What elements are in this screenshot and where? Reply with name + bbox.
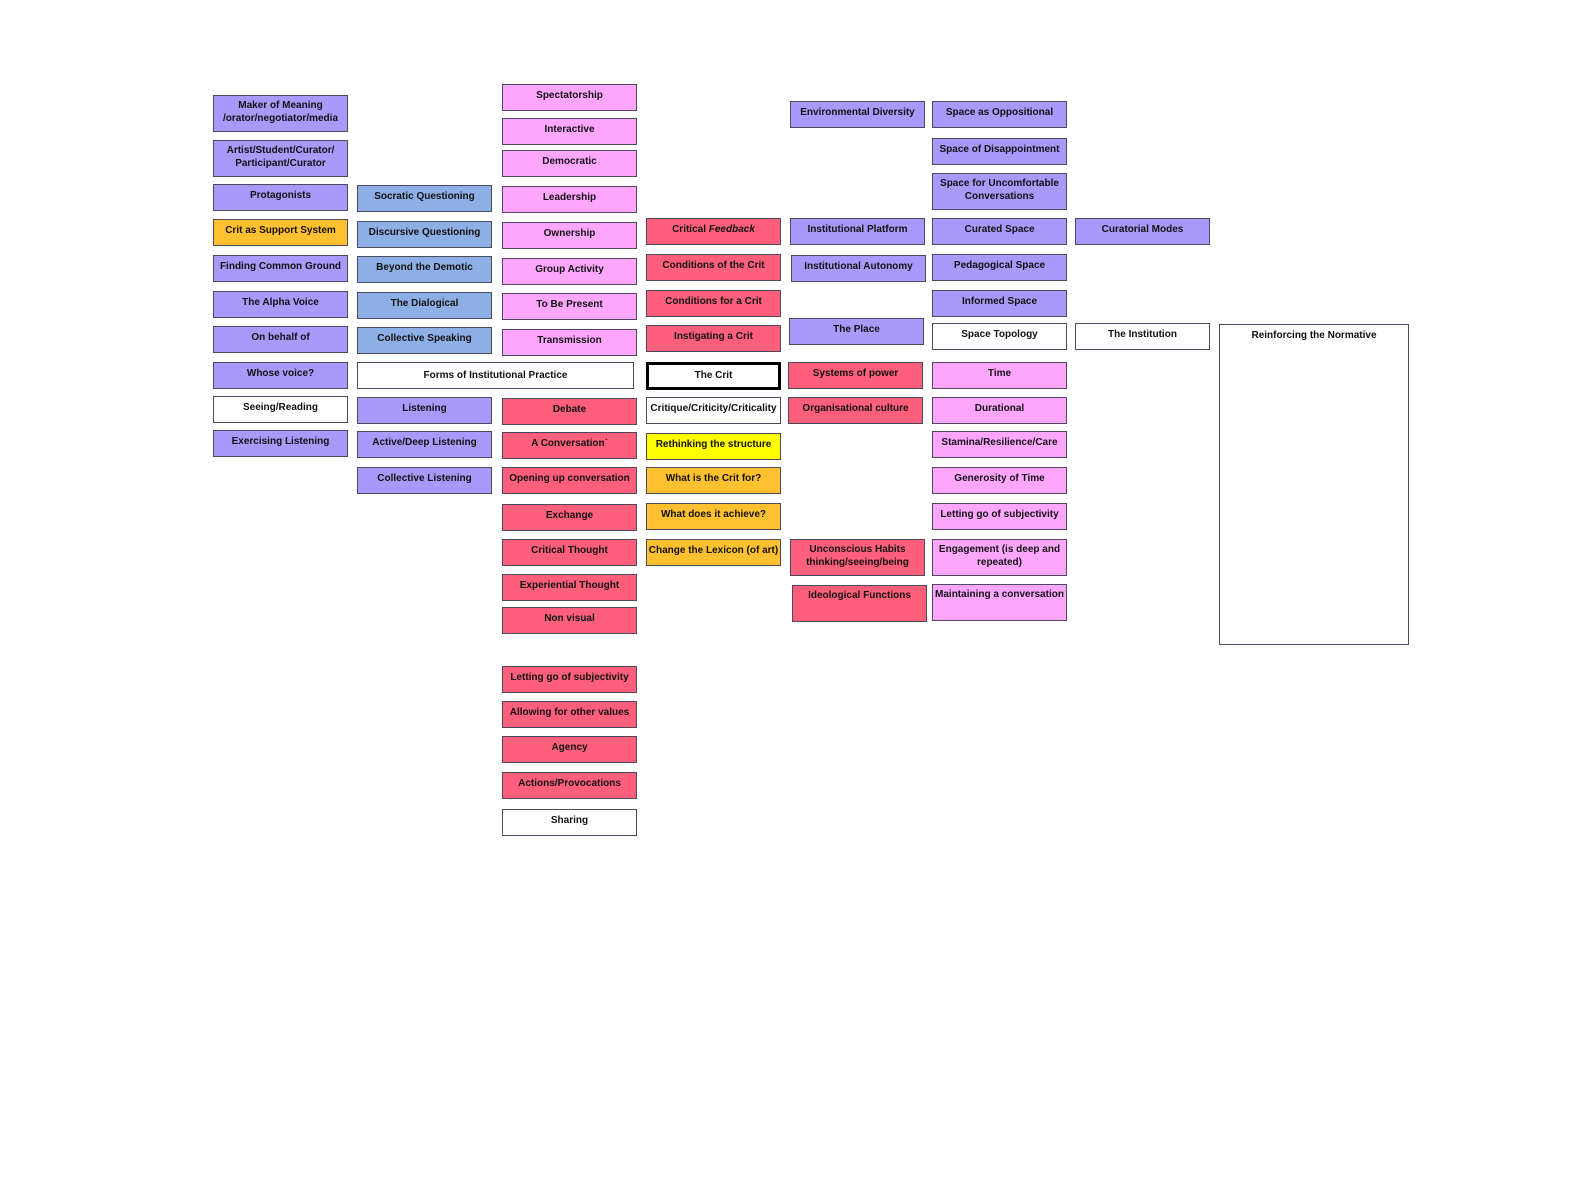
node-space-topology[interactable]: Space Topology bbox=[932, 323, 1067, 350]
critical-label: Critical bbox=[672, 224, 706, 235]
node-group-activity[interactable]: Group Activity bbox=[502, 258, 637, 285]
node-critical-thought[interactable]: Critical Thought bbox=[502, 539, 637, 566]
node-exchange[interactable]: Exchange bbox=[502, 504, 637, 531]
node-what-is-the-crit-for[interactable]: What is the Crit for? bbox=[646, 467, 781, 494]
node-forms-of-institutional-practice[interactable]: Forms of Institutional Practice bbox=[357, 362, 634, 389]
node-letting-go-of-subjectivity-2[interactable]: Letting go of subjectivity bbox=[932, 503, 1067, 530]
node-experiential-thought[interactable]: Experiential Thought bbox=[502, 574, 637, 601]
node-critique-criticity-criticality[interactable]: Critique/Criticity/Criticality bbox=[646, 397, 781, 424]
node-institutional-platform[interactable]: Institutional Platform bbox=[790, 218, 925, 245]
node-pedagogical-space[interactable]: Pedagogical Space bbox=[932, 254, 1067, 281]
node-allowing-for-other-values[interactable]: Allowing for other values bbox=[502, 701, 637, 728]
node-a-conversation[interactable]: A Conversation` bbox=[502, 432, 637, 459]
node-protagonists[interactable]: Protagonists bbox=[213, 184, 348, 211]
node-space-of-disappointment[interactable]: Space of Disappointment bbox=[932, 138, 1067, 165]
node-unconscious-habits[interactable]: Unconscious Habits thinking/seeing/being bbox=[790, 539, 925, 576]
node-space-as-oppositional[interactable]: Space as Oppositional bbox=[932, 101, 1067, 128]
node-ideological-functions[interactable]: Ideological Functions bbox=[792, 585, 927, 622]
node-environmental-diversity[interactable]: Environmental Diversity bbox=[790, 101, 925, 128]
node-opening-up-conversation[interactable]: Opening up conversation bbox=[502, 467, 637, 494]
node-institutional-autonomy[interactable]: Institutional Autonomy bbox=[791, 255, 926, 282]
node-seeing-reading[interactable]: Seeing/Reading bbox=[213, 396, 348, 423]
node-whose-voice[interactable]: Whose voice? bbox=[213, 362, 348, 389]
node-ownership[interactable]: Ownership bbox=[502, 222, 637, 249]
node-the-place[interactable]: The Place bbox=[789, 318, 924, 345]
node-sharing[interactable]: Sharing bbox=[502, 809, 637, 836]
node-maker-of-meaning[interactable]: Maker of Meaning /orator/negotiator/medi… bbox=[213, 95, 348, 132]
node-finding-common-ground[interactable]: Finding Common Ground bbox=[213, 255, 348, 282]
node-socratic-questioning[interactable]: Socratic Questioning bbox=[357, 185, 492, 212]
node-the-crit[interactable]: The Crit bbox=[646, 362, 781, 390]
node-what-does-it-achieve[interactable]: What does it achieve? bbox=[646, 503, 781, 530]
node-letting-go-of-subjectivity-1[interactable]: Letting go of subjectivity bbox=[502, 666, 637, 693]
node-debate[interactable]: Debate bbox=[502, 398, 637, 425]
node-reinforcing-the-normative[interactable]: Reinforcing the Normative bbox=[1219, 324, 1409, 645]
node-organisational-culture[interactable]: Organisational culture bbox=[788, 397, 923, 424]
node-transmission[interactable]: Transmission bbox=[502, 329, 637, 356]
node-critical-feedback[interactable]: Critical Feedback bbox=[646, 218, 781, 245]
node-democratic[interactable]: Democratic bbox=[502, 150, 637, 177]
node-leadership[interactable]: Leadership bbox=[502, 186, 637, 213]
node-collective-listening[interactable]: Collective Listening bbox=[357, 467, 492, 494]
node-on-behalf-of[interactable]: On behalf of bbox=[213, 326, 348, 353]
node-listening[interactable]: Listening bbox=[357, 397, 492, 424]
node-curated-space[interactable]: Curated Space bbox=[932, 218, 1067, 245]
node-stamina-resilience-care[interactable]: Stamina/Resilience/Care bbox=[932, 431, 1067, 458]
node-durational[interactable]: Durational bbox=[932, 397, 1067, 424]
node-to-be-present[interactable]: To Be Present bbox=[502, 293, 637, 320]
node-generosity-of-time[interactable]: Generosity of Time bbox=[932, 467, 1067, 494]
node-interactive[interactable]: Interactive bbox=[502, 118, 637, 145]
node-artist-student-curator[interactable]: Artist/Student/Curator/ Participant/Cura… bbox=[213, 140, 348, 177]
node-the-institution[interactable]: The Institution bbox=[1075, 323, 1210, 350]
node-alpha-voice[interactable]: The Alpha Voice bbox=[213, 291, 348, 318]
node-change-the-lexicon[interactable]: Change the Lexicon (of art) bbox=[646, 539, 781, 566]
node-conditions-of-the-crit[interactable]: Conditions of the Crit bbox=[646, 254, 781, 281]
node-rethinking-the-structure[interactable]: Rethinking the structure bbox=[646, 433, 781, 460]
node-curatorial-modes[interactable]: Curatorial Modes bbox=[1075, 218, 1210, 245]
node-engagement[interactable]: Engagement (is deep and repeated) bbox=[932, 539, 1067, 576]
node-space-for-uncomfortable-conversations[interactable]: Space for Uncomfortable Conversations bbox=[932, 173, 1067, 210]
node-maintaining-a-conversation[interactable]: Maintaining a conversation bbox=[932, 584, 1067, 621]
node-non-visual[interactable]: Non visual bbox=[502, 607, 637, 634]
node-conditions-for-a-crit[interactable]: Conditions for a Crit bbox=[646, 290, 781, 317]
node-spectatorship[interactable]: Spectatorship bbox=[502, 84, 637, 111]
node-time[interactable]: Time bbox=[932, 362, 1067, 389]
node-the-dialogical[interactable]: The Dialogical bbox=[357, 292, 492, 319]
node-crit-as-support-system[interactable]: Crit as Support System bbox=[213, 219, 348, 246]
node-active-deep-listening[interactable]: Active/Deep Listening bbox=[357, 431, 492, 458]
node-actions-provocations[interactable]: Actions/Provocations bbox=[502, 772, 637, 799]
node-discursive-questioning[interactable]: Discursive Questioning bbox=[357, 221, 492, 248]
node-systems-of-power[interactable]: Systems of power bbox=[788, 362, 923, 389]
node-instigating-a-crit[interactable]: Instigating a Crit bbox=[646, 325, 781, 352]
node-beyond-the-demotic[interactable]: Beyond the Demotic bbox=[357, 256, 492, 283]
node-collective-speaking[interactable]: Collective Speaking bbox=[357, 327, 492, 354]
node-agency[interactable]: Agency bbox=[502, 736, 637, 763]
feedback-label: Feedback bbox=[708, 224, 755, 235]
node-exercising-listening[interactable]: Exercising Listening bbox=[213, 430, 348, 457]
node-informed-space[interactable]: Informed Space bbox=[932, 290, 1067, 317]
